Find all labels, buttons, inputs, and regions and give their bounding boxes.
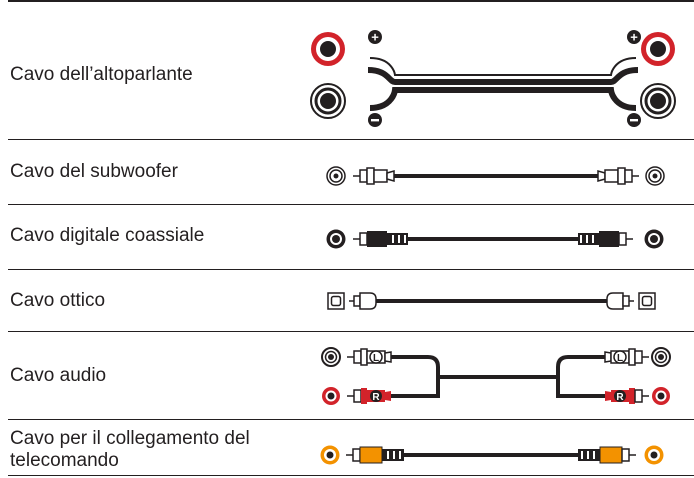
- optical-plug-left: [349, 292, 377, 310]
- right-channel-icon: R: [614, 390, 626, 403]
- speaker-cable-label: Cavo dell’altoparlante: [10, 64, 193, 85]
- speaker-terminal-red-left: [311, 32, 345, 66]
- left-channel-icon: L: [613, 350, 627, 364]
- coaxial-plug-right: [578, 231, 633, 247]
- svg-text:+: +: [371, 30, 379, 45]
- audio-jack-white-right: [651, 347, 671, 367]
- speaker-wire: [367, 57, 639, 111]
- svg-text:R: R: [372, 392, 380, 403]
- remote-cable-label: Cavo per il collegamento del telecomando: [10, 428, 250, 471]
- remote-plug-left: [346, 446, 404, 464]
- speaker-cable-icon: + +: [310, 30, 676, 127]
- cable-table: Cavo dell’altoparlante: [8, 0, 694, 476]
- speaker-terminal-red-right: [641, 32, 675, 66]
- plus-icon: +: [627, 30, 641, 45]
- coaxial-cable-label: Cavo digitale coassiale: [10, 225, 205, 246]
- speaker-terminal-black-left: [310, 83, 346, 119]
- audio-plug-white-right: [604, 348, 649, 366]
- coaxial-jack-right: [644, 229, 664, 249]
- optical-wire: [376, 299, 607, 303]
- row-coaxial-cable: Cavo digitale coassiale: [8, 205, 694, 270]
- remote-plug-right: [578, 446, 636, 464]
- svg-text:L: L: [617, 353, 623, 364]
- row-speaker-cable: Cavo dell’altoparlante: [8, 2, 694, 140]
- audio-cable-icon: L R: [321, 347, 671, 405]
- right-channel-icon: R: [370, 390, 382, 403]
- optical-plug-right: [606, 292, 634, 310]
- rca-jack-right: [645, 166, 665, 186]
- audio-plug-red-right: [605, 388, 649, 404]
- optical-cable-label: Cavo ottico: [10, 290, 106, 311]
- svg-text:R: R: [616, 392, 624, 403]
- subwoofer-cable-icon: [326, 166, 665, 186]
- audio-plug-red-left: [347, 388, 391, 404]
- left-channel-icon: L: [369, 350, 383, 364]
- audio-plug-white-left: [347, 348, 392, 366]
- plus-icon: +: [368, 30, 382, 45]
- coaxial-plug-left: [353, 231, 408, 247]
- remote-cable-icon: [320, 445, 664, 465]
- minus-icon: [368, 113, 382, 127]
- subwoofer-wire: [394, 174, 598, 178]
- row-remote-cable: Cavo per il collegamento del telecomando: [8, 420, 694, 478]
- rca-plug-right: [597, 167, 639, 185]
- svg-text:+: +: [630, 30, 638, 45]
- audio-jack-red-left: [322, 387, 340, 405]
- row-subwoofer-cable: Cavo del subwoofer: [8, 140, 694, 205]
- coaxial-wire: [408, 237, 578, 241]
- coaxial-jack-left: [326, 229, 346, 249]
- remote-wire: [404, 453, 578, 457]
- subwoofer-cable-label: Cavo del subwoofer: [10, 161, 178, 182]
- minus-icon: [627, 113, 641, 127]
- coaxial-cable-icon: [326, 229, 664, 249]
- remote-jack-left: [320, 445, 340, 465]
- audio-jack-white-left: [321, 347, 341, 367]
- audio-wire: [391, 355, 605, 398]
- remote-jack-right: [644, 445, 664, 465]
- row-audio-cable: Cavo audio L: [8, 332, 694, 420]
- audio-jack-red-right: [652, 387, 670, 405]
- svg-text:L: L: [373, 353, 379, 364]
- optical-cable-icon: [327, 292, 656, 310]
- optical-jack-left: [327, 292, 345, 310]
- row-optical-cable: Cavo ottico: [8, 270, 694, 332]
- audio-cable-label: Cavo audio: [10, 365, 107, 386]
- speaker-terminal-black-right: [640, 83, 676, 119]
- rca-jack-left: [326, 166, 346, 186]
- optical-jack-right: [638, 292, 656, 310]
- rca-plug-left: [353, 167, 395, 185]
